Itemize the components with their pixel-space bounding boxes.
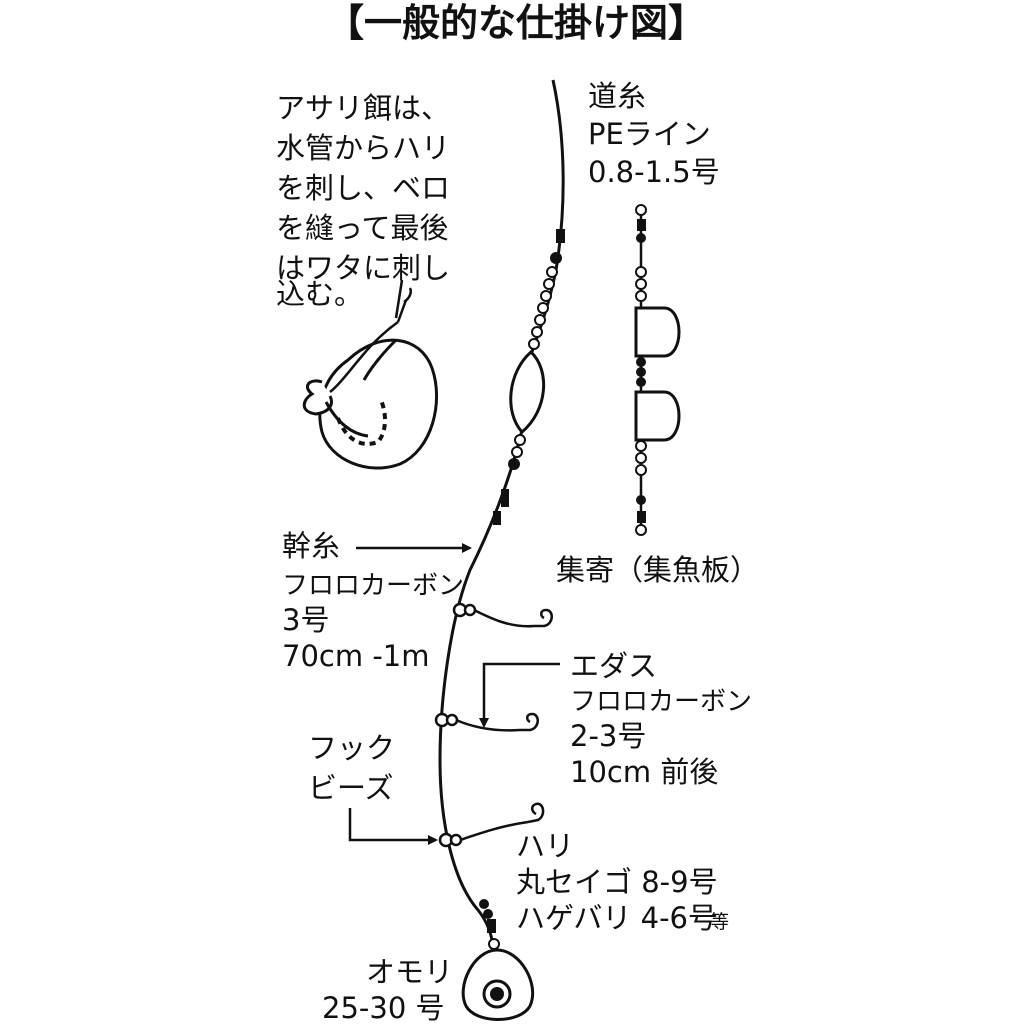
hook-beads-line1: フック xyxy=(308,731,395,765)
hook-beads-line2: ビーズ xyxy=(308,771,394,805)
white-bead xyxy=(534,314,546,326)
branch-line-size: 2-3号 xyxy=(570,719,646,753)
sinker-size: 25-30 号 xyxy=(322,991,445,1025)
black-bead xyxy=(556,229,565,243)
branch-line-arrow xyxy=(479,662,560,728)
float xyxy=(509,349,546,435)
main-line-size: 0.8-1.5号 xyxy=(588,155,720,189)
bead-chain-lower xyxy=(493,434,526,525)
black-bead xyxy=(550,252,562,264)
white-bead xyxy=(528,338,540,350)
black-bead xyxy=(508,458,520,470)
bait-note-line: はワタに刺し xyxy=(276,251,450,285)
branch-line-label: エダス フロロカーボン 2-3号 10cm 前後 xyxy=(570,649,752,789)
bait-note-line: 水管からハリ xyxy=(276,131,450,165)
attractor-label: 集寄（集魚板） xyxy=(556,553,759,587)
hook-type-2-suffix: 等 xyxy=(710,911,729,933)
hook-beads-label: フック ビーズ xyxy=(308,731,395,805)
branch-2 xyxy=(434,712,539,732)
white-bead xyxy=(514,434,526,446)
diagram-title: 【一般的な仕掛け図】 xyxy=(326,1,706,45)
sinker-label: オモリ 25-30 号 xyxy=(322,955,453,1025)
lower-connector xyxy=(479,899,500,950)
main-line-spec: PEライン xyxy=(588,117,711,151)
hook-type-2: ハゲバリ 4-6号 xyxy=(516,901,717,935)
hook-bead xyxy=(449,833,463,847)
hook-bead xyxy=(445,713,459,727)
swivel xyxy=(501,489,509,507)
trunk-line xyxy=(438,429,524,941)
sinker-illustration xyxy=(461,948,535,1021)
main-line-label: 道糸 PEライン 0.8-1.5号 xyxy=(588,79,720,189)
main-line-name: 道糸 xyxy=(588,79,646,113)
bead-chain-upper xyxy=(528,229,565,350)
white-bead xyxy=(511,446,523,458)
swivel xyxy=(493,511,501,525)
branch-line-spec: フロロカーボン xyxy=(570,687,752,717)
white-bead xyxy=(537,302,549,314)
trunk-line-name: 幹糸 xyxy=(282,529,340,563)
bait-note-line: を刺し、ベロ xyxy=(276,171,450,205)
bait-note-pointer xyxy=(394,279,404,319)
hook-type-1: 丸セイゴ 8-9号 xyxy=(516,865,718,899)
sinker-name: オモリ xyxy=(366,955,453,989)
white-bead xyxy=(540,290,552,302)
hook-label: ハリ 丸セイゴ 8-9号 ハゲバリ 4-6号 等 xyxy=(516,829,729,935)
bait-note: アサリ餌は、 水管からハリ を刺し、ベロ を縫って最後 はワタに刺し 込む。 xyxy=(276,91,450,311)
trunk-line-size: 3号 xyxy=(282,603,329,637)
clam-bait-illustration xyxy=(302,287,439,470)
branch-line-length: 10cm 前後 xyxy=(570,755,718,789)
trunk-line-label: 幹糸 フロロカーボン 3号 70cm -1m xyxy=(282,529,464,673)
branch-3 xyxy=(438,802,545,848)
branch-line-name: エダス xyxy=(570,649,657,683)
branch-1 xyxy=(452,602,553,628)
white-bead xyxy=(531,326,543,338)
trunk-line-length: 70cm -1m xyxy=(282,639,429,673)
bait-note-line: を縫って最後 xyxy=(276,211,449,245)
white-bead xyxy=(543,278,555,290)
hook-bead xyxy=(463,603,477,617)
attractor-illustration xyxy=(634,204,681,536)
hook-beads-arrow xyxy=(348,808,438,845)
hook-name: ハリ xyxy=(516,829,574,863)
bait-note-line: アサリ餌は、 xyxy=(276,91,450,125)
trunk-line-spec: フロロカーボン xyxy=(282,571,464,601)
bait-note-line: 込む。 xyxy=(276,277,363,311)
white-bead xyxy=(546,266,558,278)
